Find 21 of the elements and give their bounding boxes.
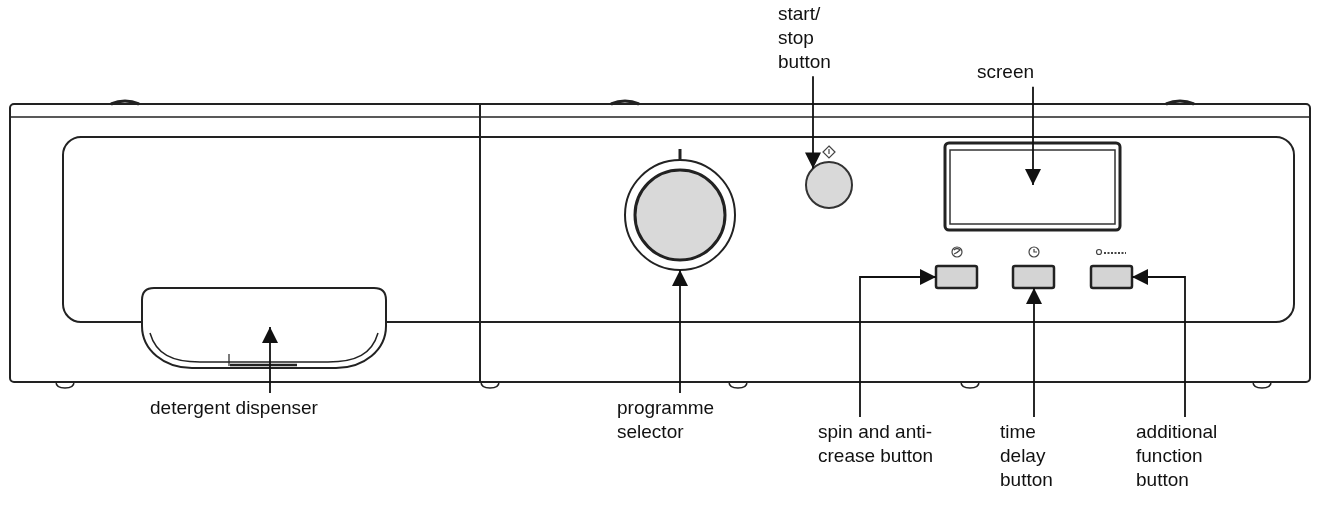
part-label: detergent dispenser: [150, 396, 318, 420]
part-label: spin and anti-crease button: [818, 420, 938, 468]
leader-arrow: [672, 269, 688, 394]
time-delay-button: [1011, 264, 1056, 290]
part-label: additional function button: [1136, 420, 1251, 492]
part-label: programme selector: [617, 396, 732, 444]
leader-arrow: [859, 269, 937, 418]
part-label: time delay button: [1000, 420, 1070, 492]
spin-button: [934, 264, 979, 290]
detergent-drawer-handle: [141, 287, 387, 369]
programme-dial: [624, 159, 736, 271]
part-label: screen: [977, 60, 1035, 84]
leader-arrow: [262, 326, 278, 394]
start-stop-knob: [805, 161, 853, 209]
part-label: start/ stop button: [778, 2, 848, 74]
leader-arrow: [805, 75, 821, 170]
leader-arrow: [1025, 85, 1041, 186]
leader-arrow: [1131, 269, 1186, 418]
display-screen: [943, 141, 1122, 232]
leader-arrow: [1026, 287, 1042, 418]
function-button: [1089, 264, 1134, 290]
